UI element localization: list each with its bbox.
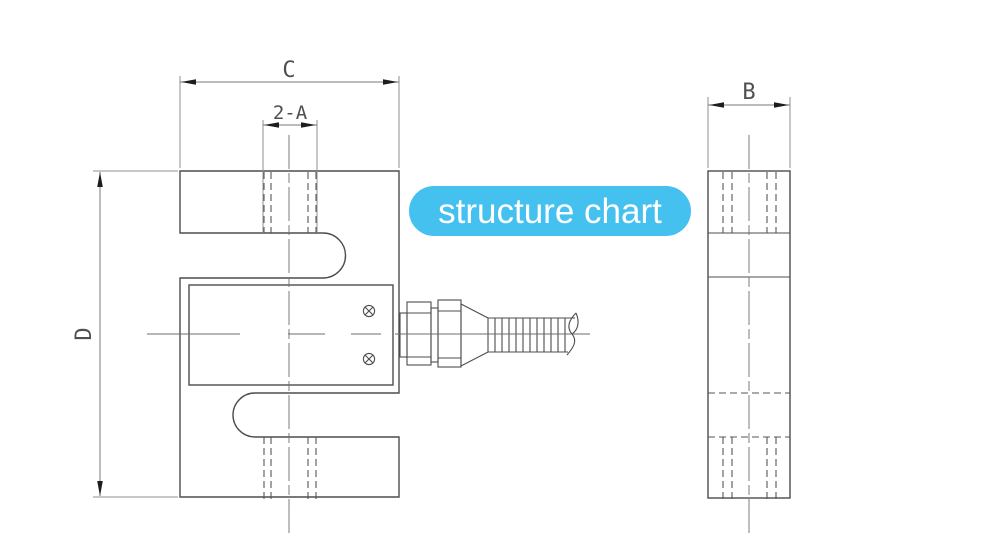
- side-bolt-holes-top: [722, 172, 777, 233]
- structure-chart-badge: structure chart: [409, 186, 691, 236]
- dim-b-label: B: [742, 80, 755, 105]
- screw-icon-bottom: [362, 352, 376, 366]
- bolt-holes-top: [263, 172, 317, 233]
- side-bolt-holes-bottom: [722, 437, 777, 501]
- screw-icon-top: [362, 304, 376, 318]
- sensor-inner-block: [188, 284, 394, 386]
- gland-nut-2: [437, 299, 462, 368]
- side-view: [707, 135, 791, 533]
- dimension-b: B: [707, 80, 791, 168]
- side-view-body-outline: [707, 170, 791, 499]
- front-view-body-outline: [179, 170, 400, 498]
- gland-nut-1: [406, 301, 432, 366]
- bolt-holes-bottom: [263, 437, 317, 500]
- gland-plate: [399, 312, 408, 358]
- dimension-c: C: [179, 58, 400, 168]
- dim-c-label: C: [282, 58, 295, 83]
- front-view: [147, 135, 400, 533]
- dim-2a-label: 2-A: [273, 102, 308, 124]
- cable-gland: [395, 299, 590, 368]
- badge-background: [409, 186, 691, 236]
- dimension-2a: 2-A: [262, 102, 318, 233]
- dimension-d: D: [72, 170, 178, 498]
- strain-relief-cone: [460, 303, 489, 367]
- cable-spring: [488, 317, 575, 353]
- dim-d-label: D: [72, 327, 97, 340]
- badge-label: structure chart: [438, 192, 662, 231]
- gland-spacer: [430, 307, 439, 363]
